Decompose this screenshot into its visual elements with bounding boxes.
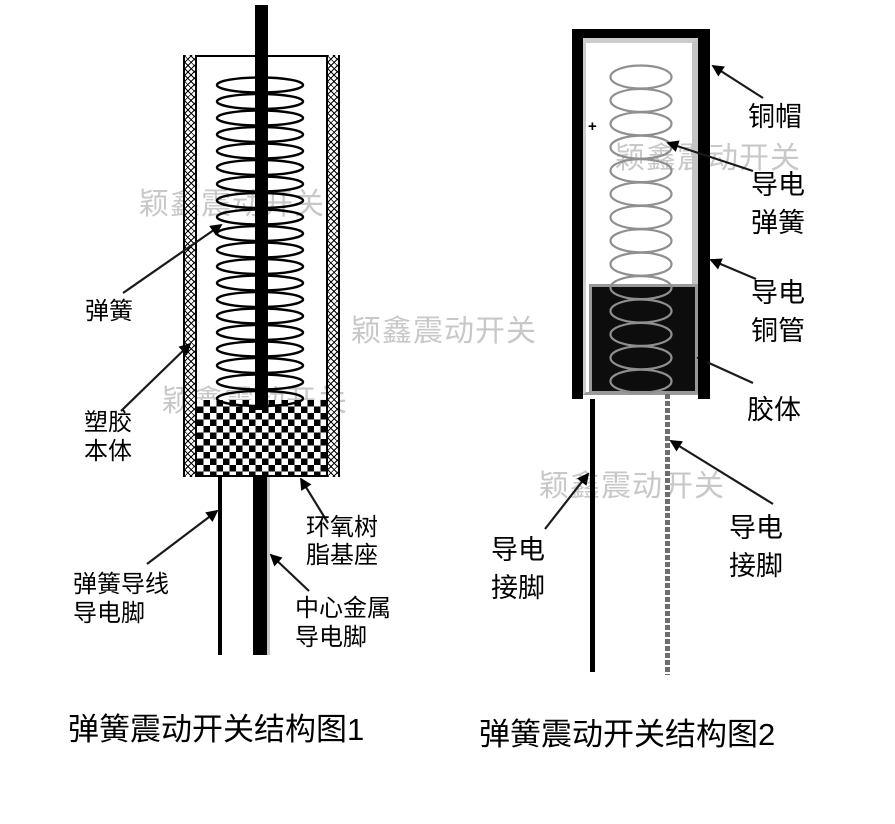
- arrow-copper-cap: [711, 65, 764, 99]
- switch1-center-metal-rod: [255, 5, 268, 410]
- watermark-text: 颖鑫震动开关: [539, 470, 725, 503]
- switch2-conductive-spring: [609, 64, 673, 394]
- switch1-center-pin: [253, 477, 267, 655]
- label-center-metal-pin: 中心金属 导电脚: [295, 595, 391, 651]
- switch2-conductive-pin-left: [590, 399, 595, 672]
- label-spring: 弹簧: [85, 298, 133, 325]
- switch2-conductive-pin-right: [665, 394, 670, 675]
- label-conductive-tube: 导电 铜管: [751, 278, 805, 346]
- label-pin-right: 导电 接脚: [729, 513, 783, 581]
- figure1-caption: 弹簧震动开关结构图1: [68, 712, 365, 747]
- label-colloid: 胶体: [747, 395, 801, 425]
- label-plastic-body: 塑胶 本体: [84, 409, 132, 465]
- plus-mark: +: [588, 118, 597, 135]
- switch1-plastic-wall-left: [183, 55, 197, 477]
- label-spring-wire-pin: 弹簧导线 导电脚: [73, 571, 169, 627]
- switch2-copper-cap: [573, 29, 710, 38]
- label-conductive-spring: 导电 弹簧: [751, 170, 805, 238]
- arrow-spring: [122, 223, 223, 294]
- switch1-plastic-wall-right: [326, 55, 340, 477]
- label-pin-left: 导电 接脚: [491, 535, 545, 603]
- watermark-text: 颖鑫震动开关: [351, 315, 537, 348]
- label-copper-cap: 铜帽: [748, 102, 802, 132]
- switch2-tube-wall-left: [572, 29, 583, 399]
- arrow-conductive-tube: [709, 258, 757, 281]
- arrow-spring-wire-pin: [146, 509, 219, 565]
- figure2-caption: 弹簧震动开关结构图2: [479, 717, 776, 752]
- switch1-spring-wire-pin: [218, 477, 222, 655]
- arrow-center-metal-pin: [269, 553, 310, 592]
- switch2-tube-wall-right: [698, 29, 710, 399]
- switch1-epoxy-base: [197, 400, 326, 477]
- label-epoxy-base: 环氧树 脂基座: [306, 514, 378, 569]
